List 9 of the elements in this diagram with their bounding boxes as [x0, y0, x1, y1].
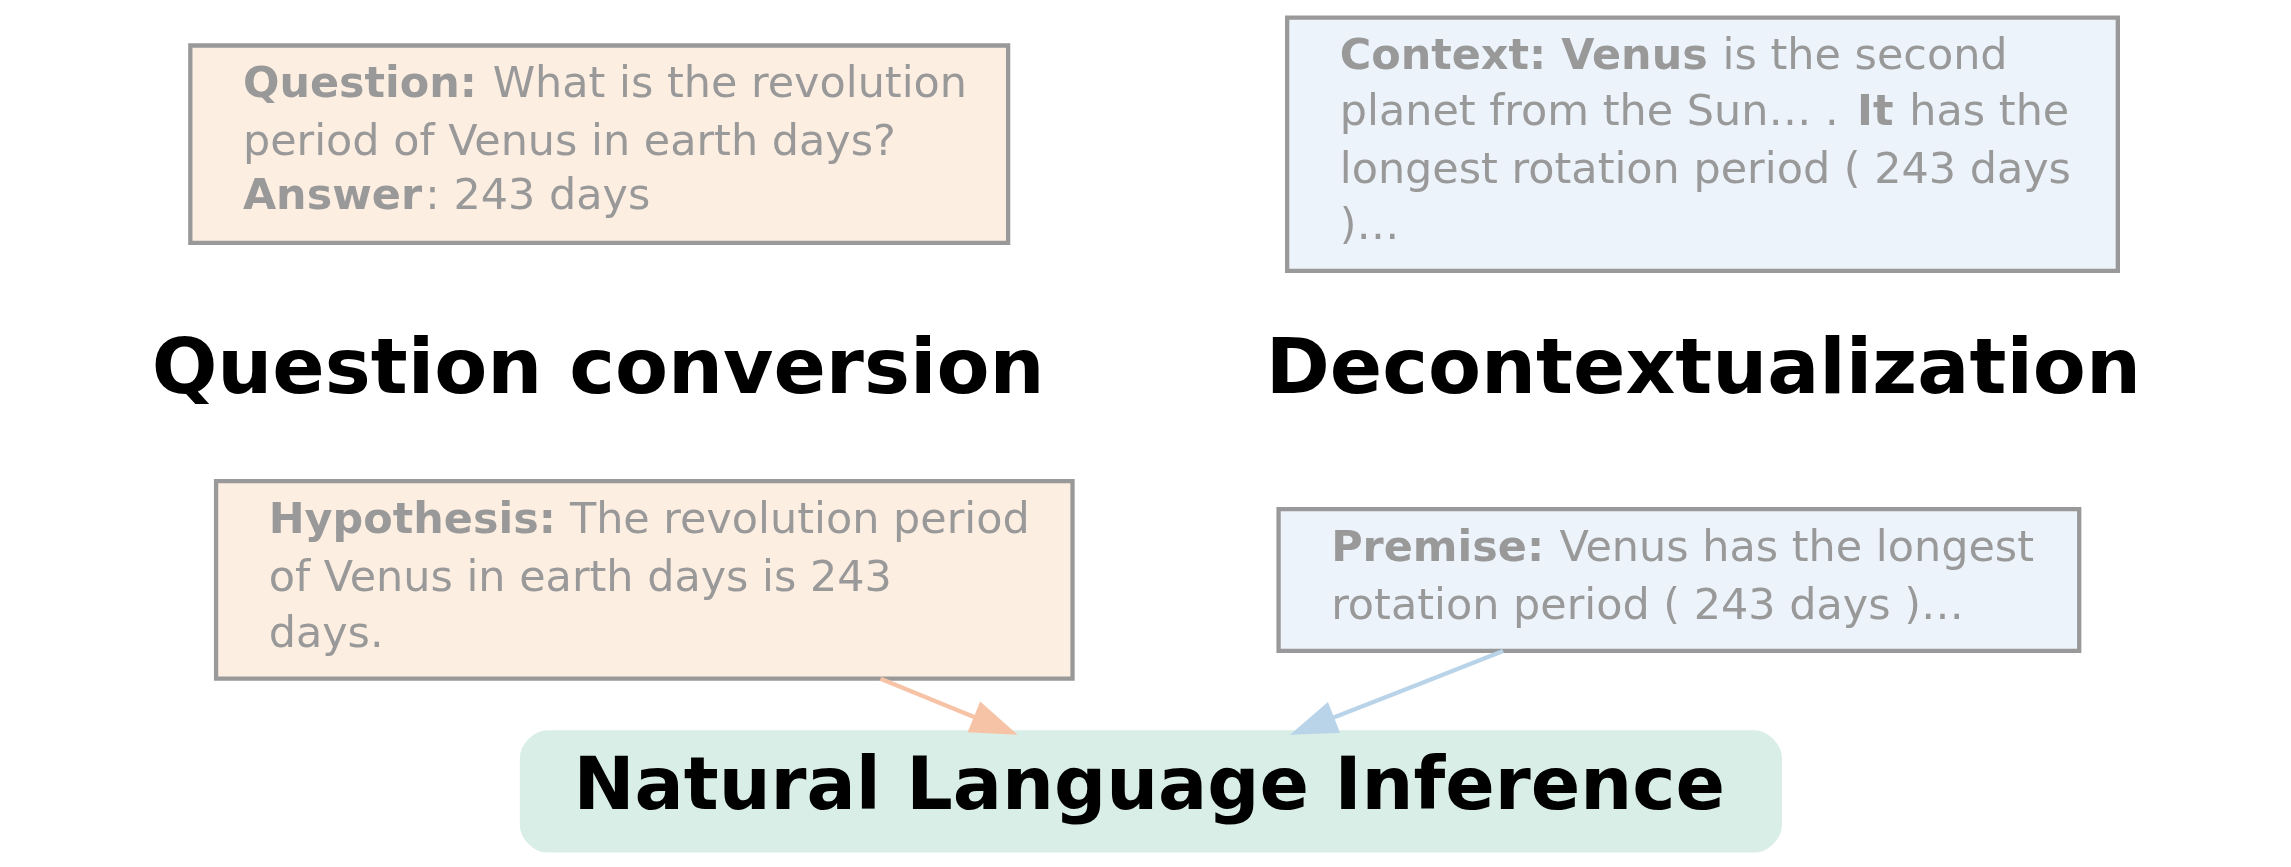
- arrow: [1290, 648, 1504, 735]
- node-box: Premise: Venus has the longest rotation period ( 243 days )…: [1276, 506, 2082, 653]
- node-box: Hypothesis: The revolution period of Venus in earth days is 243 days.: [213, 478, 1075, 681]
- label: Decontextualization: [1265, 320, 2141, 411]
- arrow: [879, 676, 1018, 735]
- node-box: Natural Language Inference: [519, 729, 1782, 853]
- node-box: Question: What is the revolution period of Venus in earth days? Answer: 243 days: [188, 42, 1011, 245]
- node-box: Context: Venus is the second planet from the Sun… . It has the longest rotation period ( 243 days )…: [1285, 14, 2120, 273]
- label: Question conversion: [151, 320, 1045, 411]
